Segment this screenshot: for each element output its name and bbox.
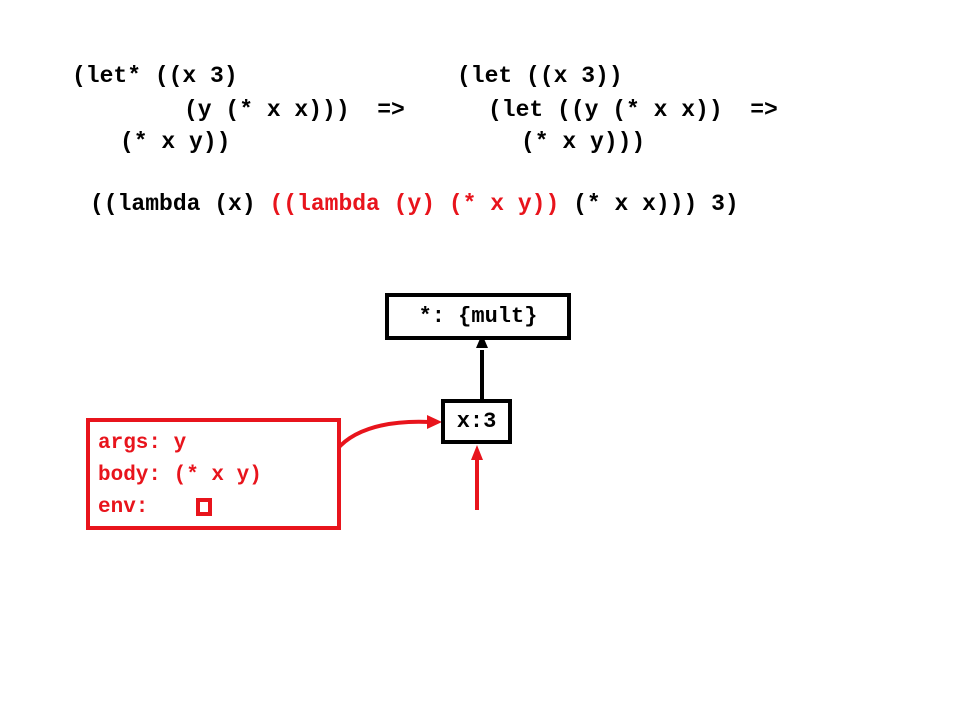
procedure-object-box: args: y body: (* x y) env: (86, 418, 341, 530)
lambda-outer-prefix: ((lambda (x) (90, 191, 270, 217)
lambda-outer-suffix: (* x x))) 3) (559, 191, 739, 217)
env-pointer-slot (196, 498, 212, 516)
lambda-inner-highlight: ((lambda (y) (* x y)) (269, 191, 560, 217)
let-nested-line-2: (let ((y (* x x)) => (488, 97, 778, 123)
incoming-pointer-arrowhead (471, 445, 483, 460)
procedure-env-label: env: (98, 496, 149, 519)
procedure-body-label: body: (* x y) (98, 464, 262, 487)
lambda-expansion-line: ((lambda (x) ((lambda (y) (* x y)) (* x … (90, 193, 739, 216)
let-star-line-1: (let* ((x 3) (72, 63, 238, 89)
let-nested-line-3: (* x y))) (521, 129, 646, 155)
let-star-line-2: (y (* x x))) => (184, 97, 405, 123)
frame-to-global-arrowhead (476, 334, 488, 348)
let-star-line-3: (* x y)) (120, 129, 231, 155)
global-frame-box: *: {mult} (385, 293, 571, 340)
x-binding-frame-box: x:3 (441, 399, 512, 444)
env-pointer-arrowhead (427, 415, 442, 429)
let-nested-line-1: (let ((x 3)) (457, 63, 623, 89)
procedure-args-label: args: y (98, 432, 187, 455)
